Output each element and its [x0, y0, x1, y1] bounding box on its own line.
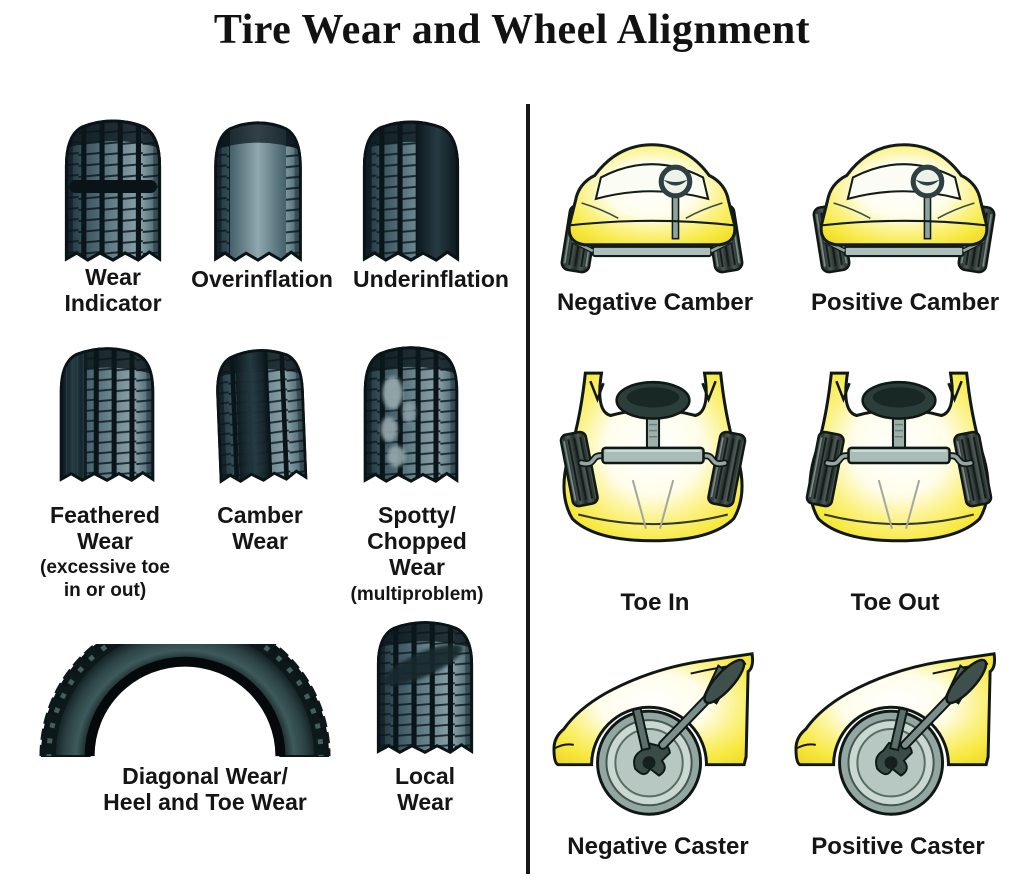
- figure-feathered-wear: [52, 342, 162, 484]
- positive-camber-car-illustration: [811, 126, 997, 275]
- feathered-wear-sublabel: (excessive toe in or out): [40, 557, 170, 602]
- positive-caster-car-illustration: [794, 638, 1000, 816]
- spotty-chopped-wear-tire-illustration: [356, 341, 466, 485]
- negative-camber-car-illustration: [559, 126, 745, 275]
- diagonal-heel-toe-wear-label: Diagonal Wear/ Heel and Toe Wear: [103, 763, 307, 816]
- feathered-wear-tire-illustration: [52, 342, 162, 484]
- figure-wear-indicator: [57, 114, 169, 264]
- figure-positive-caster: [792, 638, 1000, 826]
- figure-spotty-chopped-wear: [356, 341, 466, 485]
- overinflation-label: Overinflation: [191, 266, 333, 292]
- figure-diagonal-heel-toe-wear: [36, 644, 334, 760]
- feathered-wear-label: Feathered Wear (excessive toe in or out): [25, 502, 185, 603]
- toe-in-car-illustration: [558, 371, 748, 543]
- positive-camber-label: Positive Camber: [810, 289, 1000, 316]
- underinflation-tire-illustration: [355, 115, 467, 264]
- figure-toe-in: [552, 346, 754, 582]
- spotty-chopped-wear-sublabel: (multiproblem): [350, 583, 484, 605]
- overinflation-tire-illustration: [207, 116, 309, 264]
- local-wear-tire-illustration: [369, 616, 481, 756]
- figure-toe-out: [798, 346, 1000, 582]
- wear-indicator-tire-illustration: [57, 114, 169, 264]
- figure-positive-camber: [806, 126, 1002, 284]
- diagonal-wear-tire-illustration: [39, 644, 331, 758]
- figure-negative-camber: [554, 126, 750, 284]
- negative-caster-car-illustration: [552, 638, 758, 816]
- positive-caster-label: Positive Caster: [811, 833, 985, 860]
- toe-out-label: Toe Out: [850, 589, 940, 616]
- toe-in-label: Toe In: [620, 589, 690, 616]
- figure-camber-wear: [210, 344, 312, 484]
- wear-indicator-label: Wear Indicator: [64, 264, 162, 317]
- negative-caster-label: Negative Caster: [567, 833, 749, 860]
- figure-negative-caster: [550, 638, 758, 826]
- figure-overinflation: [207, 116, 309, 264]
- page-title: Tire Wear and Wheel Alignment: [213, 7, 811, 53]
- spotty-chopped-wear-label: Spotty/ Chopped Wear (multiproblem): [337, 502, 497, 606]
- toe-out-car-illustration: [804, 371, 994, 543]
- camber-wear-label: Camber Wear: [217, 502, 303, 555]
- figure-underinflation: [355, 115, 467, 264]
- underinflation-label: Underinflation: [353, 266, 509, 292]
- negative-camber-label: Negative Camber: [556, 289, 754, 316]
- camber-wear-tire-illustration: [210, 344, 312, 484]
- figure-local-wear: [369, 616, 481, 756]
- section-divider: [526, 104, 530, 874]
- local-wear-label: Local Wear: [394, 763, 456, 816]
